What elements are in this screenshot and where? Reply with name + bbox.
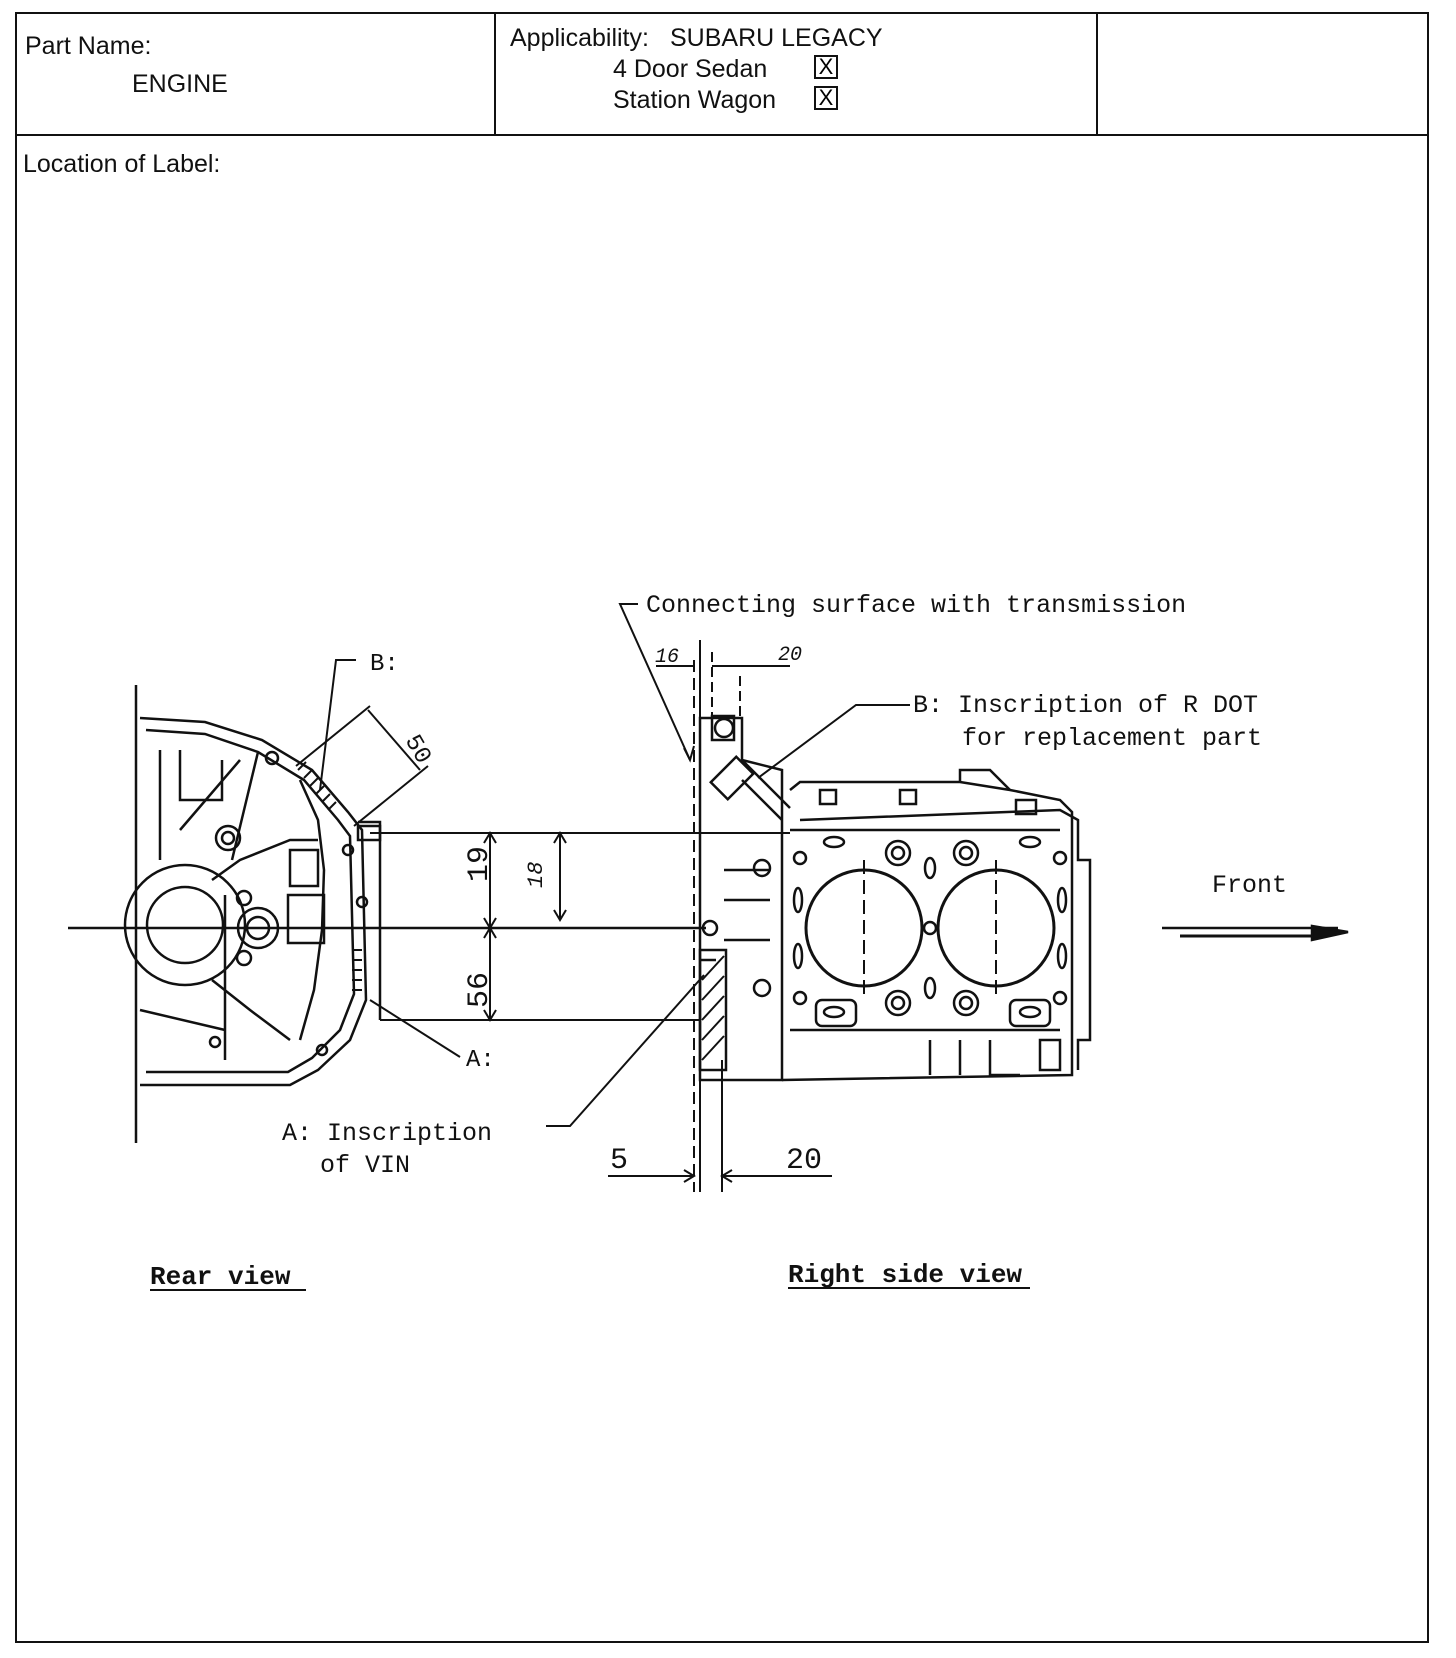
applicability-value: SUBARU LEGACY [670, 24, 883, 52]
option-4-door-sedan-checkbox: X [814, 55, 838, 79]
right-side-view-caption: Right side view [788, 1260, 1022, 1290]
right-b-callout-line1: B: Inscription of R DOT [913, 691, 1258, 720]
right-b-callout-line2: for replacement part [962, 724, 1262, 753]
rear-a-callout: A: [466, 1047, 495, 1074]
front-label: Front [1212, 871, 1287, 900]
a-callout-line2: of VIN [320, 1151, 410, 1180]
dim-16-label: 16 [655, 646, 679, 669]
dim-50-label: 50 [398, 731, 436, 769]
dim-18-label: 18 [524, 862, 549, 888]
header-table: Part Name: ENGINE Applicability: SUBARU … [17, 14, 1427, 136]
dim-19-label: 19 [463, 846, 497, 882]
option-station-wagon-label: Station Wagon [613, 86, 777, 114]
dim-20-top-label: 20 [778, 644, 802, 667]
document-sheet: Part Name: ENGINE Applicability: SUBARU … [15, 12, 1429, 1643]
option-station-wagon-checkbox: X [814, 86, 838, 110]
dim-5-label: 5 [610, 1144, 628, 1178]
a-callout-line1: A: Inscription [282, 1119, 492, 1148]
rear-b-callout: B: [370, 651, 399, 678]
option-4-door-sedan-label: 4 Door Sedan [613, 55, 768, 83]
part-name-label: Part Name: [25, 32, 152, 60]
location-of-label-heading: Location of Label: [23, 150, 221, 178]
right-side-view-drawing [698, 714, 1092, 1082]
rear-view-caption: Rear view [150, 1262, 291, 1292]
connecting-surface-callout: Connecting surface with transmission [646, 591, 1186, 620]
applicability-cell: Applicability: SUBARU LEGACY 4 Door Seda… [496, 14, 1098, 134]
applicability-label: Applicability: [510, 24, 649, 52]
part-name-cell: Part Name: ENGINE [17, 14, 496, 134]
dim-20-bottom-label: 20 [786, 1144, 822, 1178]
rear-view-drawing [123, 685, 382, 1143]
part-name-value: ENGINE [132, 70, 228, 98]
dim-56-label: 56 [463, 972, 497, 1008]
